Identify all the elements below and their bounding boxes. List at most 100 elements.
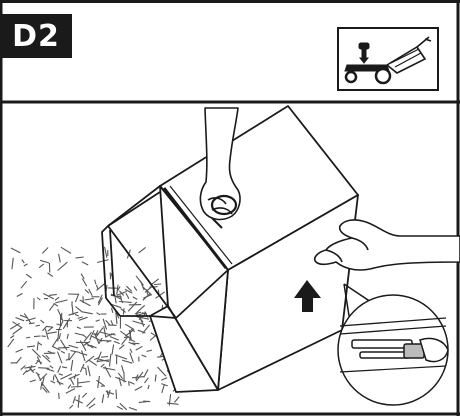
grass-clipping [33,335,41,338]
grass-clipping [15,348,24,353]
grass-clipping [120,308,126,313]
grass-clipping [114,294,117,304]
grass-clipping [35,324,41,327]
grass-clipping [48,293,57,296]
grass-clipping [105,390,115,395]
grass-clipping [67,384,72,389]
grass-clipping [56,380,64,385]
grass-clipping [57,261,68,271]
grass-clipping [96,351,102,363]
grass-clipping [131,342,140,345]
grass-clipping [124,288,133,294]
grass-clipping [43,293,55,300]
grass-clipping [157,366,167,377]
grass-clipping [128,329,132,340]
up-arrow-icon [294,280,321,312]
grass-clipping [113,340,120,345]
grass-clipping [109,273,113,279]
grass-clipping [118,290,125,296]
grass-clipping [100,339,112,342]
grass-clipping [60,350,66,354]
grass-clipping [11,257,14,270]
grass-clipping [50,380,56,384]
grass-clipping [128,406,138,411]
grass-clipping [129,348,133,353]
grass-clipping [114,354,128,360]
grass-clipping [37,342,43,346]
grass-clipping [121,365,125,373]
grass-clipping [109,335,119,341]
grass-clipping [52,375,55,381]
grass-clipping [81,350,86,362]
grass-clipping [96,259,109,264]
grass-clipping [100,355,109,358]
grass-clipping [21,259,25,264]
grass-clipping [114,376,127,383]
grass-clipping [10,335,15,339]
grass-clipping [58,392,60,399]
lower-hand [313,219,460,271]
grass-clipping [78,316,88,321]
grass-clipping [70,359,74,372]
grass-clipping [26,345,36,348]
grass-clipping [138,246,146,254]
grass-clipping [42,384,50,394]
grass-clipping [101,394,105,404]
grass-clipping [119,294,124,304]
grass-clipping [136,304,146,314]
grass-clipping [62,317,71,330]
grass-clipping [168,394,172,406]
grass-clipping [22,370,28,376]
grass-clipping [137,329,146,334]
grass-clipping [99,358,110,363]
grass-clipping [111,344,115,355]
grass-clipping [57,328,60,342]
grass-clipping [134,385,143,391]
grass-clipping [132,376,145,379]
grass-clipping [133,286,138,292]
grass-clipping [115,389,118,399]
grass-clipping [110,307,114,313]
grass-clipping [81,261,89,266]
grass-clipping [90,335,103,342]
grass-clipping [166,402,179,405]
grass-clipping [110,333,116,336]
grass-clipping [35,360,39,365]
grass-clipping [26,368,32,373]
grass-clipping [45,354,50,360]
grass-clipping [54,374,61,386]
grass-clipping [135,275,144,286]
grass-clipping [39,373,48,381]
grass-clipping [58,373,63,376]
grass-clipping [153,283,162,286]
grass-clipping [80,273,85,280]
grass-clipping [115,311,118,324]
grass-clipping [95,319,100,322]
grass-clipping [20,365,26,371]
grass-clipping [108,353,112,367]
grass-clipping [84,289,90,294]
grass-clipping [116,284,119,295]
grass-clipping [54,296,60,301]
grass-clipping [139,318,145,327]
grass-clipping [41,247,49,254]
grass-clipping [35,372,40,376]
grass-clipping [72,396,76,404]
grass-clipping [56,351,63,364]
grass-clipping [49,365,54,369]
grass-clipping [47,326,54,332]
grass-clipping [110,320,114,326]
grass-clipping [25,317,36,322]
grass-clipping [124,323,135,331]
grass-clipping [61,366,68,369]
grass-clipping [55,299,68,304]
grass-clipping [23,313,32,324]
grass-clipping [126,285,133,292]
grass-clipping [25,336,31,339]
grass-clipping [174,396,180,403]
grass-clipping [42,325,48,332]
grass-clipping [103,246,108,258]
grass-clipping [80,311,93,315]
